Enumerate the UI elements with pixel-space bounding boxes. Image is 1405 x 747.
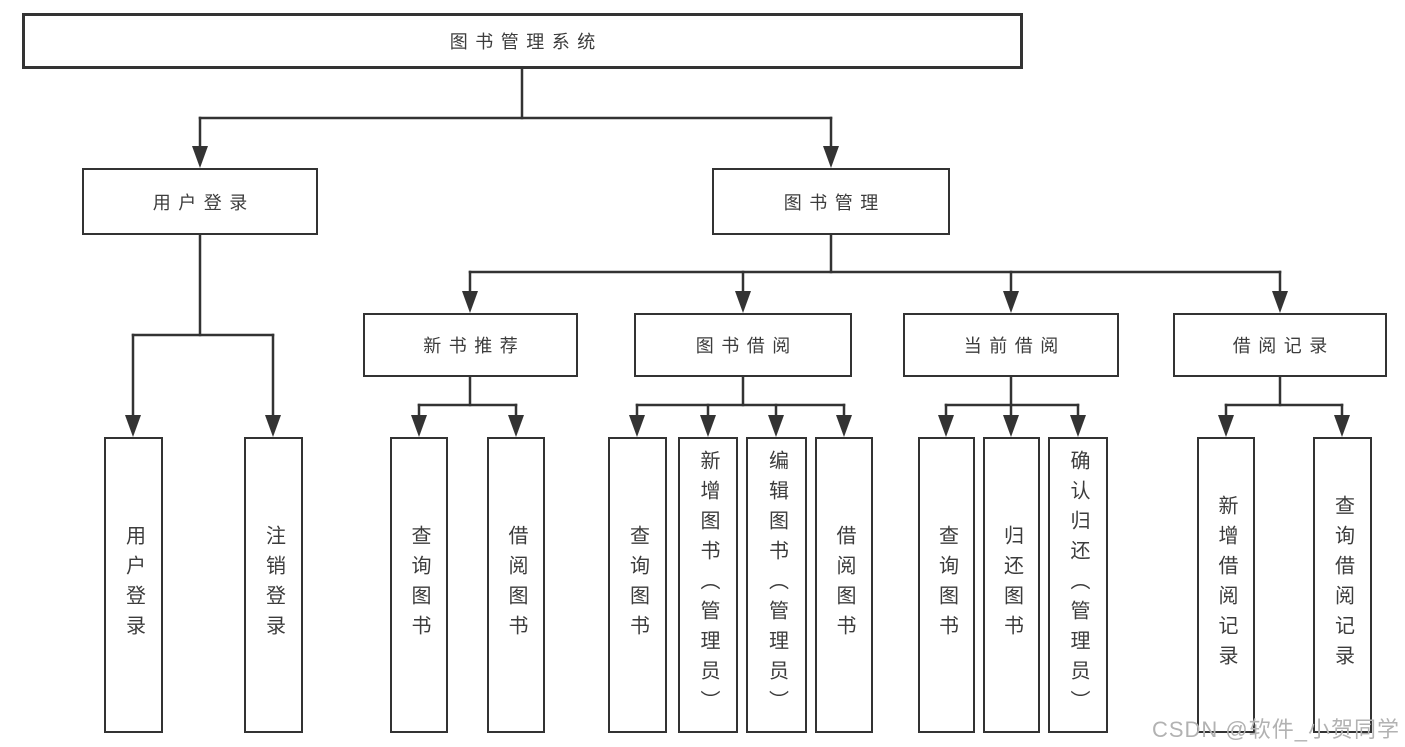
leaf-query-books-2: 查询图书 xyxy=(608,437,667,733)
leaf-query-books: 查询图书 xyxy=(390,437,448,733)
node-label: 新书推荐 xyxy=(423,336,526,356)
leaf-label: 查询借阅记录 xyxy=(1331,495,1354,675)
connector-book-management-to-level3 xyxy=(462,233,1288,313)
node-new-book-recommendation: 新书推荐 xyxy=(363,313,578,377)
leaf-label: 用户登录 xyxy=(122,525,145,645)
node-label: 图书管理系统 xyxy=(449,32,603,52)
arrowhead xyxy=(1334,415,1350,437)
arrowhead xyxy=(125,415,141,437)
connector-new-book-recommendation-children xyxy=(411,375,524,437)
leaf-user-login: 用户登录 xyxy=(104,437,163,733)
node-label: 借阅记录 xyxy=(1232,336,1335,356)
arrowhead xyxy=(735,291,751,313)
leaf-label: 编辑图书（管理员） xyxy=(765,450,788,720)
arrowhead xyxy=(265,415,281,437)
arrowhead xyxy=(192,146,208,168)
leaf-label: 借阅图书 xyxy=(833,525,855,645)
arrowhead xyxy=(1070,415,1086,437)
node-book-management: 图书管理 xyxy=(712,168,950,235)
node-label: 当前借阅 xyxy=(963,336,1066,356)
arrowhead xyxy=(1003,291,1019,313)
node-label: 用户登录 xyxy=(152,192,255,213)
watermark: CSDN @软件_小贺同学 xyxy=(1151,717,1400,742)
leaf-label: 注销登录 xyxy=(262,525,285,645)
leaf-label: 新增图书（管理员） xyxy=(697,450,719,720)
arrowhead xyxy=(1272,291,1288,313)
leaf-label: 查询图书 xyxy=(626,525,649,645)
arrowhead xyxy=(823,146,839,168)
leaf-add-borrow-record: 新增借阅记录 xyxy=(1197,437,1255,733)
node-current-borrowing: 当前借阅 xyxy=(903,313,1119,377)
arrowhead xyxy=(768,415,784,437)
arrowhead xyxy=(700,415,716,437)
leaf-query-borrow-record: 查询借阅记录 xyxy=(1313,437,1372,733)
connector-borrowing-records-children xyxy=(1218,375,1350,437)
leaf-label: 新增借阅记录 xyxy=(1215,495,1237,675)
node-book-borrowing: 图书借阅 xyxy=(634,313,852,377)
node-user-login: 用户登录 xyxy=(82,168,318,235)
arrowhead xyxy=(508,415,524,437)
leaf-logout: 注销登录 xyxy=(244,437,303,733)
node-label: 图书管理 xyxy=(783,192,886,213)
leaf-confirm-return-admin: 确认归还（管理员） xyxy=(1048,437,1108,733)
leaf-label: 查询图书 xyxy=(935,525,958,645)
leaf-borrow-books: 借阅图书 xyxy=(487,437,545,733)
arrowhead xyxy=(462,291,478,313)
leaf-label: 查询图书 xyxy=(408,525,430,645)
node-library-management-system: 图书管理系统 xyxy=(22,13,1023,69)
leaf-add-book-admin: 新增图书（管理员） xyxy=(678,437,738,733)
leaf-return-books: 归还图书 xyxy=(983,437,1040,733)
connector-root-to-level2 xyxy=(192,67,839,168)
leaf-edit-book-admin: 编辑图书（管理员） xyxy=(746,437,807,733)
arrowhead xyxy=(1218,415,1234,437)
arrowhead xyxy=(938,415,954,437)
connector-user-login-children xyxy=(125,233,281,437)
arrowhead xyxy=(1003,415,1019,437)
arrowhead xyxy=(411,415,427,437)
arrowhead xyxy=(836,415,852,437)
leaf-label: 借阅图书 xyxy=(505,525,527,645)
leaf-query-books-3: 查询图书 xyxy=(918,437,975,733)
arrowhead xyxy=(629,415,645,437)
connector-book-borrowing-children xyxy=(629,375,852,437)
leaf-label: 归还图书 xyxy=(1000,525,1023,645)
leaf-label: 确认归还（管理员） xyxy=(1067,450,1089,720)
node-borrowing-records: 借阅记录 xyxy=(1173,313,1387,377)
leaf-borrow-books-2: 借阅图书 xyxy=(815,437,873,733)
node-label: 图书借阅 xyxy=(695,336,798,356)
connector-current-borrowing-children xyxy=(938,375,1086,437)
